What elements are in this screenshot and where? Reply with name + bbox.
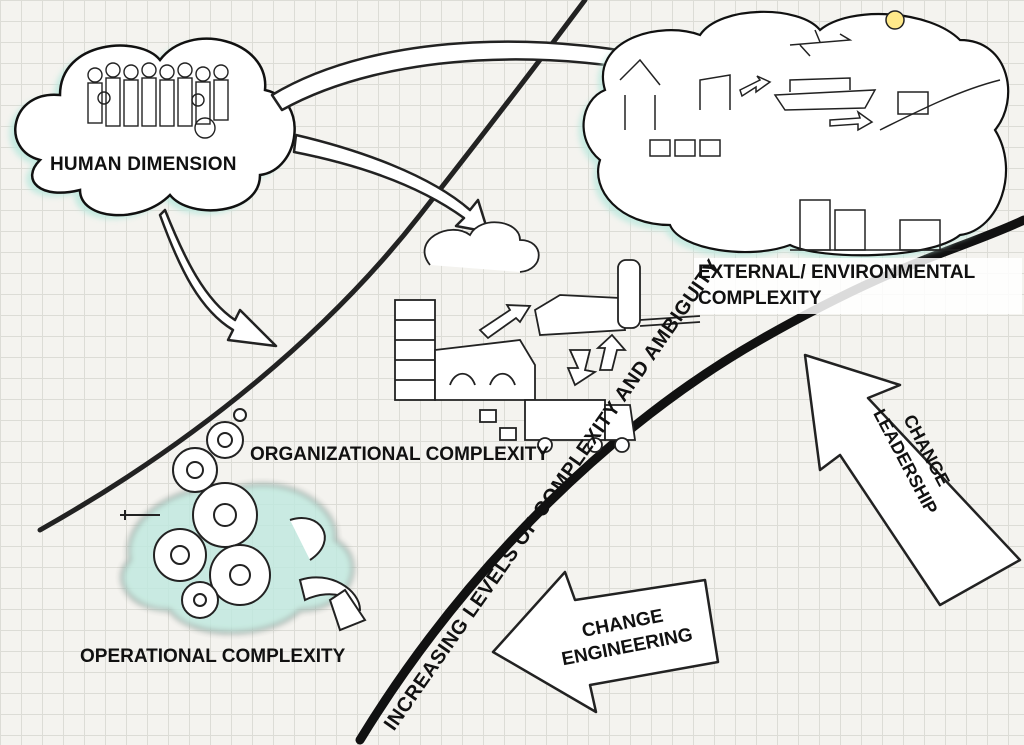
factory-icon — [394, 221, 701, 453]
change-engineering-arrow — [491, 570, 720, 714]
truck-icon — [524, 399, 637, 453]
human-dimension-cloud — [9, 37, 296, 220]
external-cloud — [578, 10, 1010, 261]
gears-icon — [120, 408, 367, 634]
airplane-icon — [789, 29, 853, 57]
human-dimension-label: HUMAN DIMENSION — [50, 154, 237, 175]
sun-icon — [885, 10, 905, 30]
arrow-to-operational — [158, 208, 278, 348]
diagonal-boundary-line — [37, 0, 588, 533]
ship-icon — [773, 77, 877, 111]
external-complexity-label: EXTERNAL/ ENVIRONMENTAL COMPLEXITY — [694, 258, 1022, 314]
organizational-complexity-label: ORGANIZATIONAL COMPLEXITY — [250, 444, 550, 465]
power-plant-icon — [790, 199, 960, 251]
change-leadership-arrow — [803, 353, 1022, 607]
crowd-icon — [87, 62, 229, 139]
arrow-to-organizational — [292, 133, 490, 234]
external-label-line1: EXTERNAL/ ENVIRONMENTAL — [698, 262, 976, 283]
external-label-line2: COMPLEXITY — [698, 288, 822, 309]
operational-complexity-label: OPERATIONAL COMPLEXITY — [80, 646, 346, 667]
